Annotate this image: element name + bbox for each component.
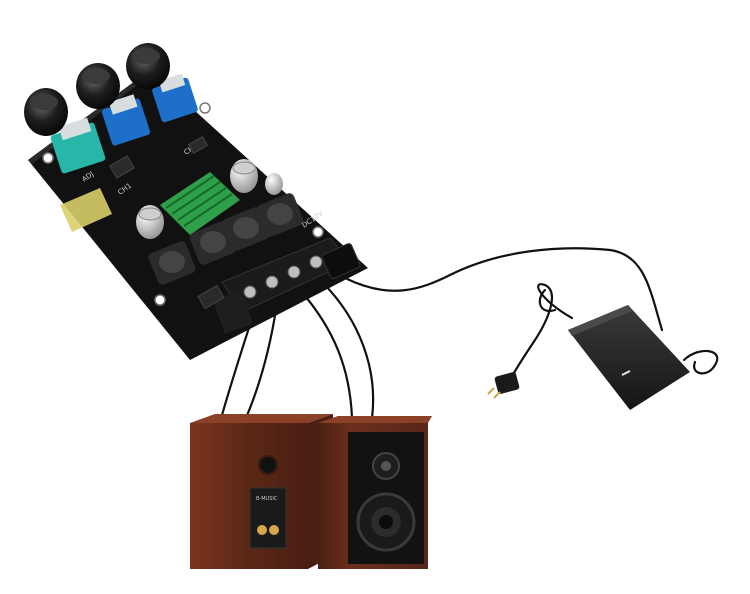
amplifier-board: CH2 CH1 DC12V ADJ [24,43,368,360]
back-plate-label: B-MUSIC [256,496,278,502]
bass-port [258,455,278,475]
ac-plug [487,372,520,399]
capacitors [136,159,283,239]
inductors [148,193,304,285]
speaker-cable-3 [298,288,354,420]
power-adapter [487,305,690,410]
dc-power-jack [321,243,361,279]
bluetooth-module [60,188,112,232]
heatsink [160,172,240,235]
speaker-cable-4 [320,280,375,420]
speaker-terminal-block [213,237,351,335]
back-terminal-plate [249,487,287,549]
speaker-right-front [318,416,432,569]
potentiometers [50,73,198,174]
power-cable [343,247,664,332]
volume-knobs [24,43,170,136]
speaker-left-back: B-MUSIC [190,414,333,569]
